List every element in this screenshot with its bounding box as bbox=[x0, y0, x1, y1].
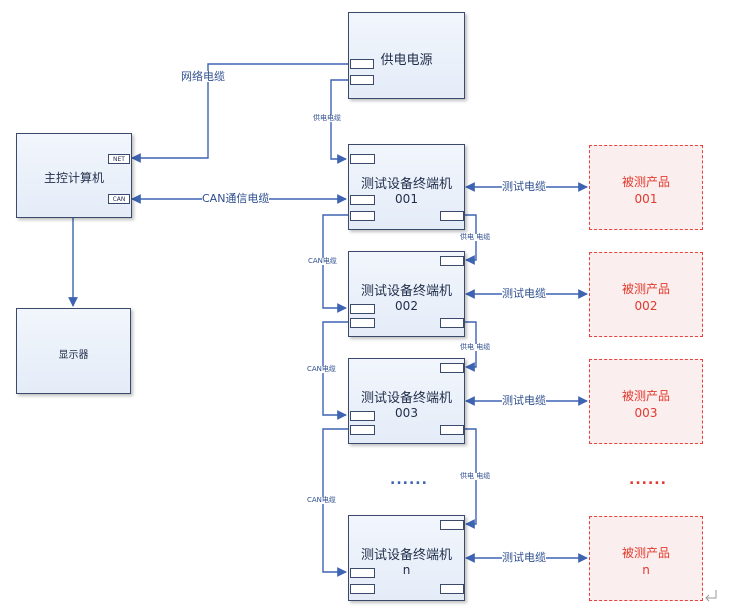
terminal-port-can-in bbox=[350, 411, 375, 421]
can-port: CAN bbox=[108, 194, 130, 204]
product-title: 被测产品 bbox=[621, 282, 670, 296]
product-ellipsis: ...... bbox=[629, 472, 667, 488]
terminal-port-power-in bbox=[440, 256, 464, 266]
terminal-port-can-in bbox=[350, 568, 375, 578]
display-title: 显示器 bbox=[58, 350, 89, 361]
product-id: n bbox=[642, 563, 650, 577]
power-cable-label-2: 供电 电缆 bbox=[460, 343, 491, 351]
power-supply-port-top bbox=[350, 59, 374, 69]
power-cable-label-3: 供电 电缆 bbox=[460, 472, 491, 480]
test-terminal-title: 测试设备终端机 bbox=[360, 177, 452, 192]
test-terminal-id: 003 bbox=[395, 406, 418, 420]
product-n: 被测产品 n bbox=[589, 516, 703, 601]
terminal-port-can-out bbox=[350, 425, 375, 435]
terminal-port-power-in bbox=[440, 520, 464, 530]
display-box: 显示器 bbox=[16, 308, 131, 394]
test-cable-label-0: 测试电缆 bbox=[502, 180, 546, 193]
can-cable-label-1: CAN电缆 bbox=[308, 257, 337, 265]
test-terminal-001: 测试设备终端机 001 bbox=[348, 144, 465, 230]
product-001: 被测产品 001 bbox=[589, 145, 703, 230]
terminal-port-power-out bbox=[440, 211, 464, 221]
product-title: 被测产品 bbox=[621, 175, 670, 189]
power-cable-label-0: 供电电缆 bbox=[313, 114, 341, 122]
test-terminal-title: 测试设备终端机 bbox=[360, 284, 452, 299]
test-terminal-id: 002 bbox=[395, 299, 418, 313]
product-id: 002 bbox=[634, 299, 658, 313]
can-cable-label-2: CAN电缆 bbox=[307, 365, 336, 373]
network-cable-label: 网络电缆 bbox=[181, 70, 225, 83]
main-computer-box: 主控计算机 NET CAN bbox=[16, 133, 132, 218]
product-title: 被测产品 bbox=[621, 546, 670, 560]
terminal-port-power-in bbox=[350, 154, 375, 164]
test-terminal-002: 测试设备终端机 002 bbox=[348, 251, 465, 337]
product-002: 被测产品 002 bbox=[589, 252, 703, 337]
main-computer-title: 主控计算机 bbox=[43, 171, 104, 185]
test-terminal-id: n bbox=[402, 563, 411, 577]
terminal-port-can-out bbox=[350, 211, 375, 221]
terminal-port-can-out bbox=[350, 584, 375, 594]
product-003: 被测产品 003 bbox=[589, 359, 703, 444]
can-comm-cable-label: CAN通信电缆 bbox=[202, 192, 270, 205]
power-supply-box: 供电电源 bbox=[348, 12, 465, 99]
test-terminal-id: 001 bbox=[395, 192, 418, 206]
test-terminal-n: 测试设备终端机 n bbox=[348, 515, 465, 601]
terminal-port-can-in bbox=[350, 304, 375, 314]
test-cable-label-3: 测试电缆 bbox=[502, 551, 546, 564]
power-supply-title: 供电电源 bbox=[380, 53, 433, 68]
product-title: 被测产品 bbox=[621, 389, 670, 403]
power-supply-port-bottom bbox=[350, 75, 374, 85]
product-id: 003 bbox=[634, 406, 658, 420]
return-symbol-icon bbox=[705, 590, 717, 602]
terminal-port-can-out bbox=[350, 318, 375, 328]
power-cable-label-1: 供电 电缆 bbox=[460, 233, 491, 241]
product-id: 001 bbox=[634, 192, 658, 206]
test-terminal-title: 测试设备终端机 bbox=[360, 391, 452, 406]
network-cable-line bbox=[131, 63, 348, 163]
test-cable-label-2: 测试电缆 bbox=[502, 394, 546, 407]
terminal-port-power-out bbox=[440, 584, 464, 594]
terminal-ellipsis: ...... bbox=[390, 472, 428, 488]
test-terminal-title: 测试设备终端机 bbox=[360, 548, 452, 563]
test-terminal-003: 测试设备终端机 003 bbox=[348, 358, 465, 444]
terminal-port-power-out bbox=[440, 425, 464, 435]
can-cable-label-3: CAN电缆 bbox=[307, 496, 336, 504]
net-port: NET bbox=[108, 154, 130, 164]
terminal-port-can-in bbox=[350, 195, 375, 205]
terminal-port-power-out bbox=[440, 318, 464, 328]
test-cable-label-1: 测试电缆 bbox=[502, 287, 546, 300]
terminal-port-power-in bbox=[440, 363, 464, 373]
